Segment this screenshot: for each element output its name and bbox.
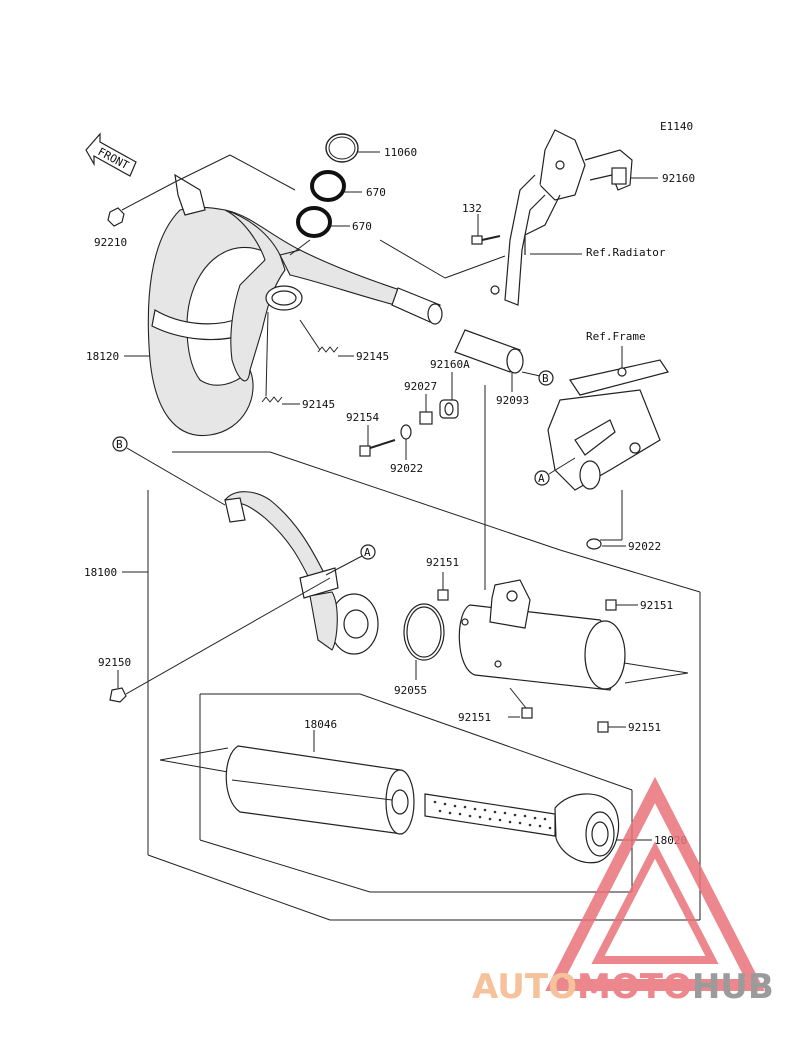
watermark-logo: AUTOMOTOHUB — [472, 776, 774, 1007]
label-18046: 18046 — [304, 718, 337, 731]
label-92210: 92210 — [94, 236, 127, 249]
ref-radiator: Ref.Radiator — [586, 246, 666, 259]
frame-bracket — [547, 359, 669, 491]
callout-a-lower — [360, 544, 376, 560]
label-11060: 11060 — [384, 146, 417, 159]
callout-a-upper — [534, 470, 550, 486]
label-132: 132 — [462, 202, 482, 215]
rear-pipe-18100 — [224, 491, 379, 655]
muffler-body — [458, 579, 626, 691]
end-cap-18020 — [554, 793, 620, 864]
washer-92022-upper — [400, 424, 412, 440]
callout-a-lower-text: A — [364, 546, 371, 559]
spring-92145-bottom — [261, 396, 283, 403]
bolt-92151-bottom — [521, 707, 533, 719]
radiator-bracket — [490, 129, 633, 306]
label-92027: 92027 — [404, 380, 437, 393]
label-92160A: 92160A — [430, 358, 470, 371]
bolt-92150 — [109, 687, 127, 703]
o-ring-670-bottom — [296, 206, 332, 238]
label-92151-right-top: 92151 — [640, 599, 673, 612]
bolt-92151-right-top — [605, 599, 617, 611]
label-92145-top: 92145 — [356, 350, 389, 363]
label-18120: 18120 — [86, 350, 119, 363]
bolt-92154 — [359, 439, 396, 457]
callout-a-upper-text: A — [538, 472, 545, 485]
o-ring-670-top — [310, 170, 346, 202]
watermark-part-hub: HUB — [692, 967, 774, 1007]
callout-b-upper — [538, 370, 554, 386]
ref-frame: Ref.Frame — [586, 330, 646, 343]
header-pipe-18120 — [147, 173, 443, 437]
nut-92210 — [107, 207, 125, 227]
washer-92022-lower — [586, 538, 602, 550]
label-92160: 92160 — [662, 172, 695, 185]
label-92055: 92055 — [394, 684, 427, 697]
label-92022-upper: 92022 — [390, 462, 423, 475]
label-92154: 92154 — [346, 411, 379, 424]
front-arrow-icon: FRONT — [85, 132, 137, 177]
connector-pipe-92093 — [454, 329, 524, 374]
label-670-bottom: 670 — [352, 220, 372, 233]
bolt-132 — [471, 214, 501, 245]
diagram-code: E1140 — [660, 120, 693, 133]
bolt-92151-right-bottom — [597, 721, 609, 733]
label-92151-left: 92151 — [426, 556, 459, 569]
label-670-top: 670 — [366, 186, 386, 199]
label-92093: 92093 — [496, 394, 529, 407]
watermark-part-auto: AUTO — [472, 967, 577, 1007]
bolt-92151-left — [437, 589, 449, 601]
callout-b-lower-text: B — [116, 438, 123, 451]
collar-92027 — [419, 411, 433, 425]
label-92151-bottom: 92151 — [458, 711, 491, 724]
spring-92145-top — [317, 346, 339, 353]
label-92145-bottom: 92145 — [302, 398, 335, 411]
watermark-part-moto: MOTO — [577, 967, 692, 1007]
label-92022-lower: 92022 — [628, 540, 661, 553]
label-92150: 92150 — [98, 656, 131, 669]
callout-b-upper-text: B — [542, 372, 549, 385]
callout-b-lower — [112, 436, 128, 452]
perforated-core — [424, 793, 556, 837]
label-92151-right-bottom: 92151 — [628, 721, 661, 734]
gasket-ring-inner — [328, 136, 356, 160]
gasket-ring-11060 — [325, 133, 359, 163]
silencer-18046 — [225, 745, 415, 835]
label-18100: 18100 — [84, 566, 117, 579]
watermark-text: AUTOMOTOHUB — [472, 967, 774, 1007]
